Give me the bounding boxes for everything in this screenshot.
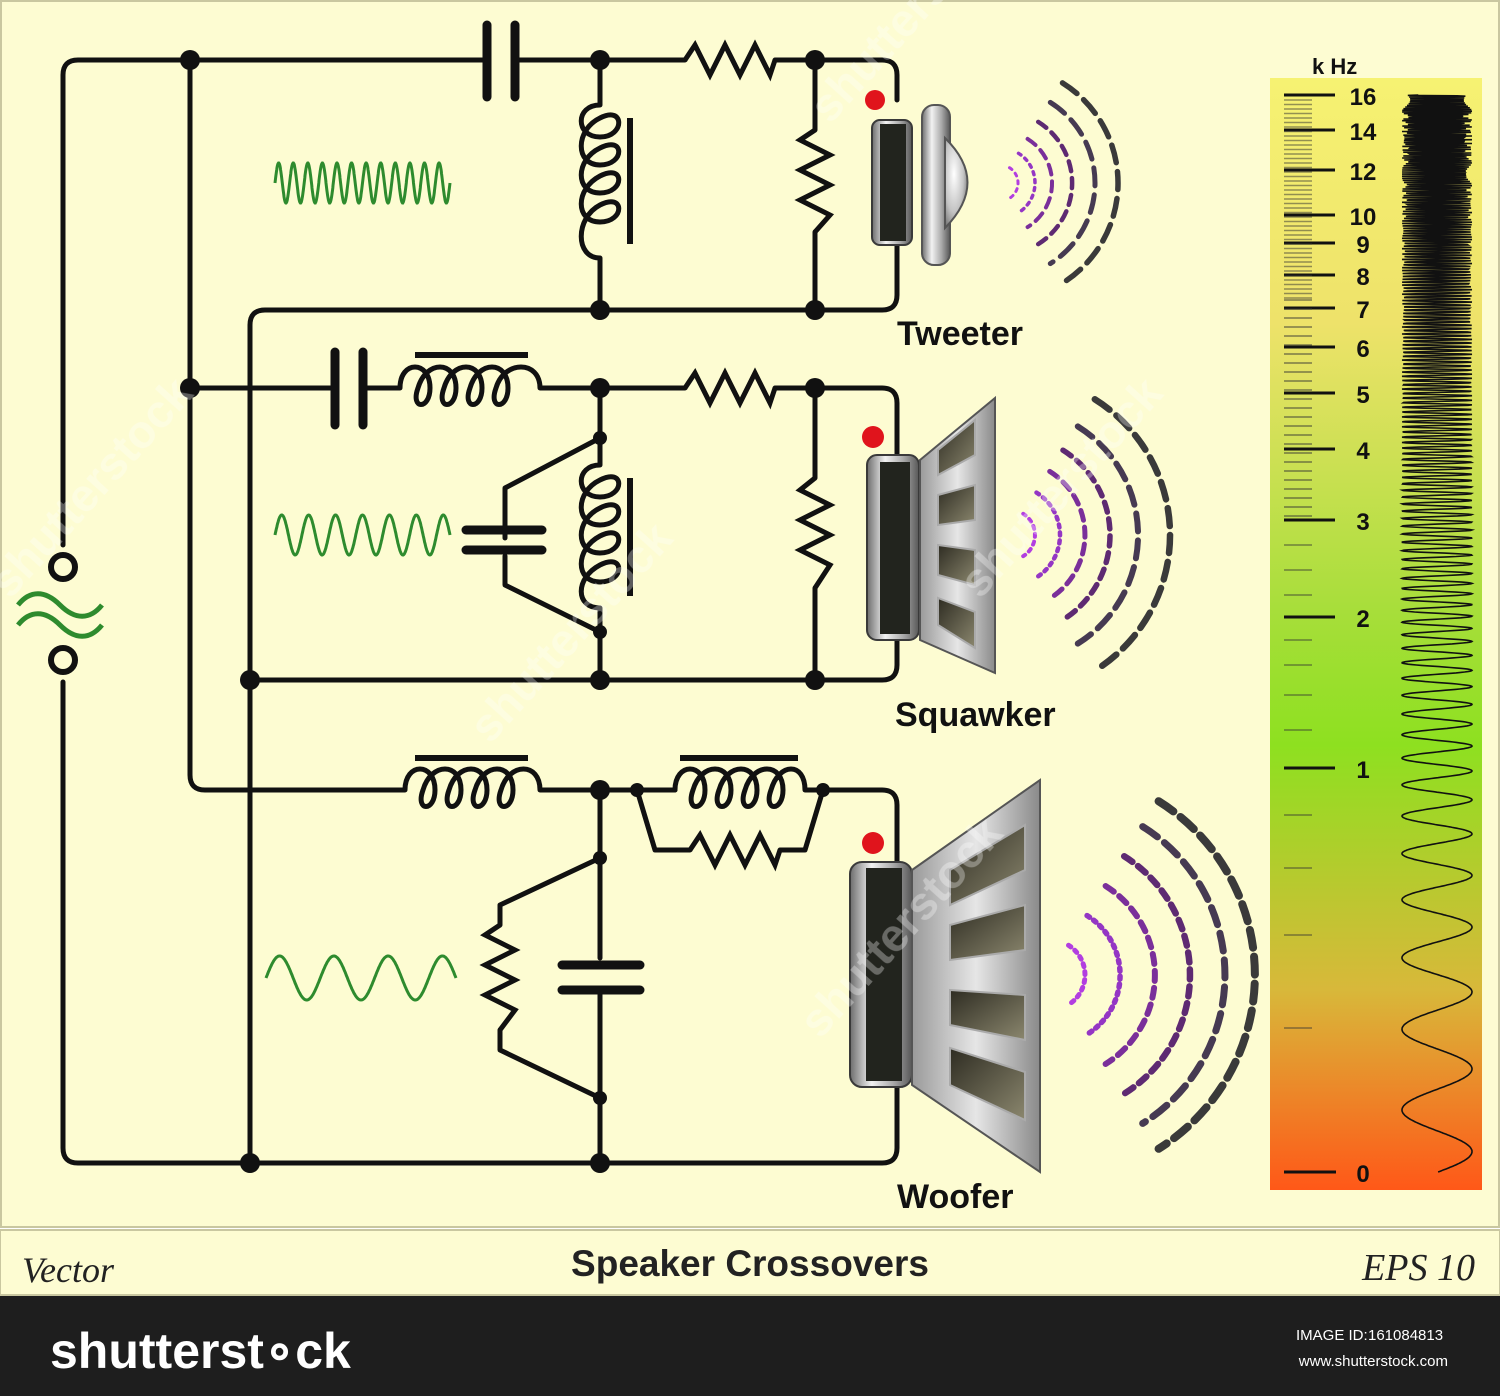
ac-source-symbol [16,552,104,675]
low-frequency-wave [264,954,458,1002]
frequency-tick-label: 2 [1356,606,1369,633]
sound-wave-arc [1059,80,1121,286]
squawker-label: Squawker [895,696,1056,734]
watermark-image-id-label: IMAGE ID: [1296,1327,1368,1344]
sound-wave-arc [1120,853,1194,1097]
sound-waves [1008,80,1259,1153]
signal-waves [264,161,458,1002]
tweeter-speaker [871,104,969,266]
frequency-tick-label: 1 [1356,757,1369,784]
circuit-wires [60,57,900,1166]
tweeter-capacitor [482,20,520,102]
inductors [397,102,808,809]
sound-wave-arc [1154,797,1259,1153]
tweeter-label: Tweeter [897,315,1023,353]
frequency-tick-label: 16 [1350,84,1377,111]
squawker-capacitor [330,347,368,430]
squawker-parallel-capacitor [461,525,547,555]
footer-caption-band [0,1230,1500,1295]
tweeter-shunt-resistor [794,127,836,234]
frequency-tick-label: 10 [1350,204,1377,231]
sound-wave-arc [1008,166,1020,200]
junction-dots [180,50,830,1173]
woofer-capacitor [557,960,645,995]
sound-wave-arc [1102,883,1158,1067]
frequency-tick-label: 6 [1356,336,1369,363]
sound-wave-arc [1025,136,1055,230]
source-terminal-bottom [48,645,78,675]
sound-wave-arc [1035,119,1075,247]
footer-title: Speaker Crossovers [571,1243,929,1284]
footer-eps-label: EPS 10 [1361,1247,1475,1289]
watermark-image-id: 161084813 [1368,1327,1443,1344]
sound-wave-arc [1047,99,1098,267]
woofer-speaker [849,778,1041,1174]
frequency-ticks [1284,93,1336,1174]
squawker-series-inductor [397,364,543,407]
woofer-label: Woofer [897,1178,1013,1216]
woofer-series-inductor [402,766,543,809]
watermark-logo: shutterst∘ck [50,1323,351,1379]
sound-wave-arc [1047,468,1088,602]
squawker-shunt-inductor [578,462,622,611]
sound-wave-arc [1091,396,1174,674]
frequency-chirp-wave [1399,94,1476,1173]
sound-wave-arc [1016,151,1037,215]
sound-wave-arc [1060,447,1113,623]
resistors [479,39,836,1032]
woofer-shunt-resistor [479,922,521,1032]
frequency-tick-label: 3 [1356,509,1369,536]
diagram-border [0,0,1500,1228]
woofer-parallel-inductor [672,766,808,809]
squawker-series-resistor [682,367,778,410]
frequency-tick-label: 5 [1356,382,1369,409]
sound-wave-arc [1074,423,1142,647]
tweeter-series-resistor [682,39,778,82]
frequency-tick-label: 12 [1350,159,1377,186]
frequency-tick-label: 8 [1356,264,1369,291]
squawker-shunt-resistor [794,476,836,590]
woofer-series-resistor [687,829,783,872]
frequency-unit-label: k Hz [1312,54,1357,79]
frequency-tick-label: 9 [1356,232,1369,259]
frequency-tick-label: 7 [1356,297,1369,324]
frequency-tick-label: 4 [1356,438,1370,465]
source-terminal-top [48,552,78,582]
watermark-url: www.shutterstock.com [1298,1353,1448,1370]
high-frequency-wave [273,161,452,205]
polarity-dots [862,90,885,854]
mid-frequency-wave [273,513,452,557]
watermark-footer-bar [0,1296,1500,1396]
footer-vector-label: Vector [22,1250,115,1290]
squawker-speaker [866,395,996,675]
sound-wave-arc [1034,490,1063,580]
sound-wave-arc [1139,823,1229,1127]
sound-wave-arc [1066,942,1088,1008]
tweeter-inductor [578,102,622,261]
sound-wave-arc [1084,912,1123,1038]
frequency-tick-label: 0 [1356,1161,1369,1188]
sound-wave-arc [1021,511,1037,559]
footer-caption-border [0,1229,1500,1296]
frequency-tick-label: 14 [1350,119,1377,146]
